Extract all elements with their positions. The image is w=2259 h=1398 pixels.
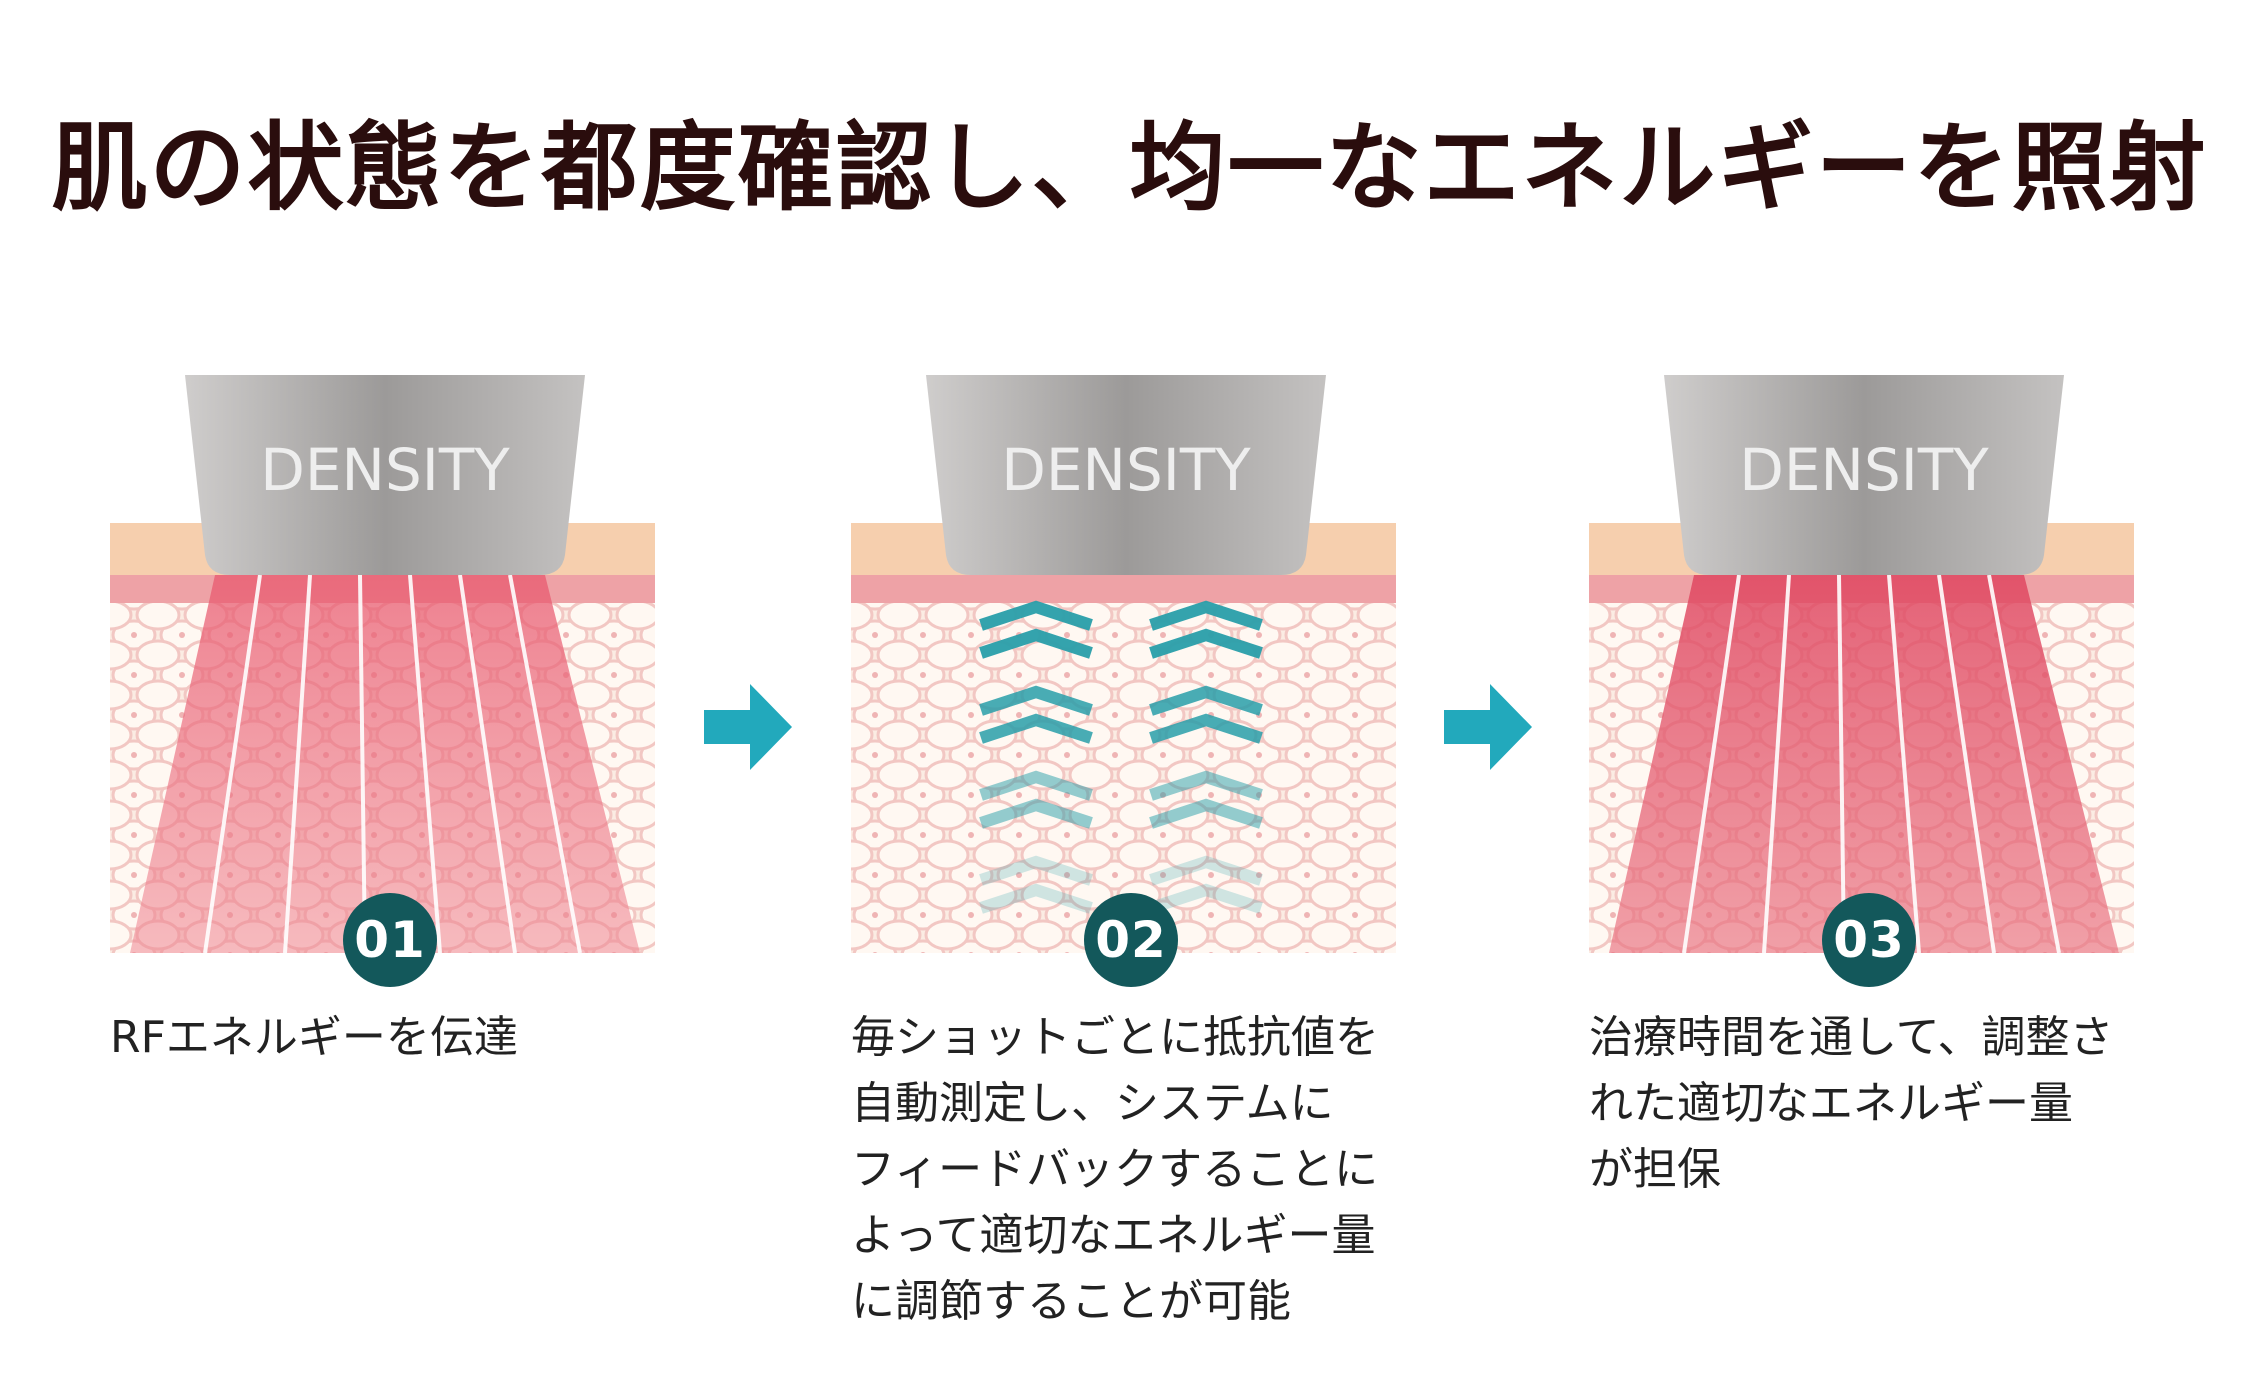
step-3: DENSITY 03 治療時間を通して、調整さ れた適切なエネルギー量 が担保 [1589, 375, 2149, 1195]
right-arrow-icon [1444, 684, 1532, 770]
skin-illustration-1: DENSITY [110, 375, 655, 954]
device-label: DENSITY [1001, 436, 1251, 504]
step-1: DENSITY 01 RFエネルギーを伝達 [110, 375, 670, 1063]
step-1-illustration: DENSITY 01 [110, 375, 670, 995]
chevron-up-icon [979, 600, 1263, 914]
step-caption: RFエネルギーを伝達 [110, 1012, 518, 1063]
step-number-badge: 01 [343, 893, 437, 987]
step-number-badge: 02 [1084, 893, 1178, 987]
step-caption: 毎ショットごとに抵抗値を 自動測定し、システムに フィードバックすることに よっ… [851, 1012, 1379, 1327]
step-number-badge: 03 [1822, 893, 1916, 987]
step-3-illustration: DENSITY 03 [1589, 375, 2149, 995]
skin-illustration-3: DENSITY [1589, 375, 2134, 954]
step-2-illustration: DENSITY 02 [851, 375, 1411, 995]
headline: 肌の状態を都度確認し、均一なエネルギーを照射 [51, 112, 2208, 224]
step-caption: 治療時間を通して、調整さ れた適切なエネルギー量 が担保 [1589, 1012, 2114, 1195]
device-label: DENSITY [260, 436, 510, 504]
right-arrow-icon [704, 684, 792, 770]
device-label: DENSITY [1739, 436, 1989, 504]
step-2: DENSITY 02 毎ショットごとに抵抗値を 自動測定し、システムに フィード… [851, 375, 1411, 1327]
skin-illustration-2: DENSITY [851, 375, 1396, 953]
